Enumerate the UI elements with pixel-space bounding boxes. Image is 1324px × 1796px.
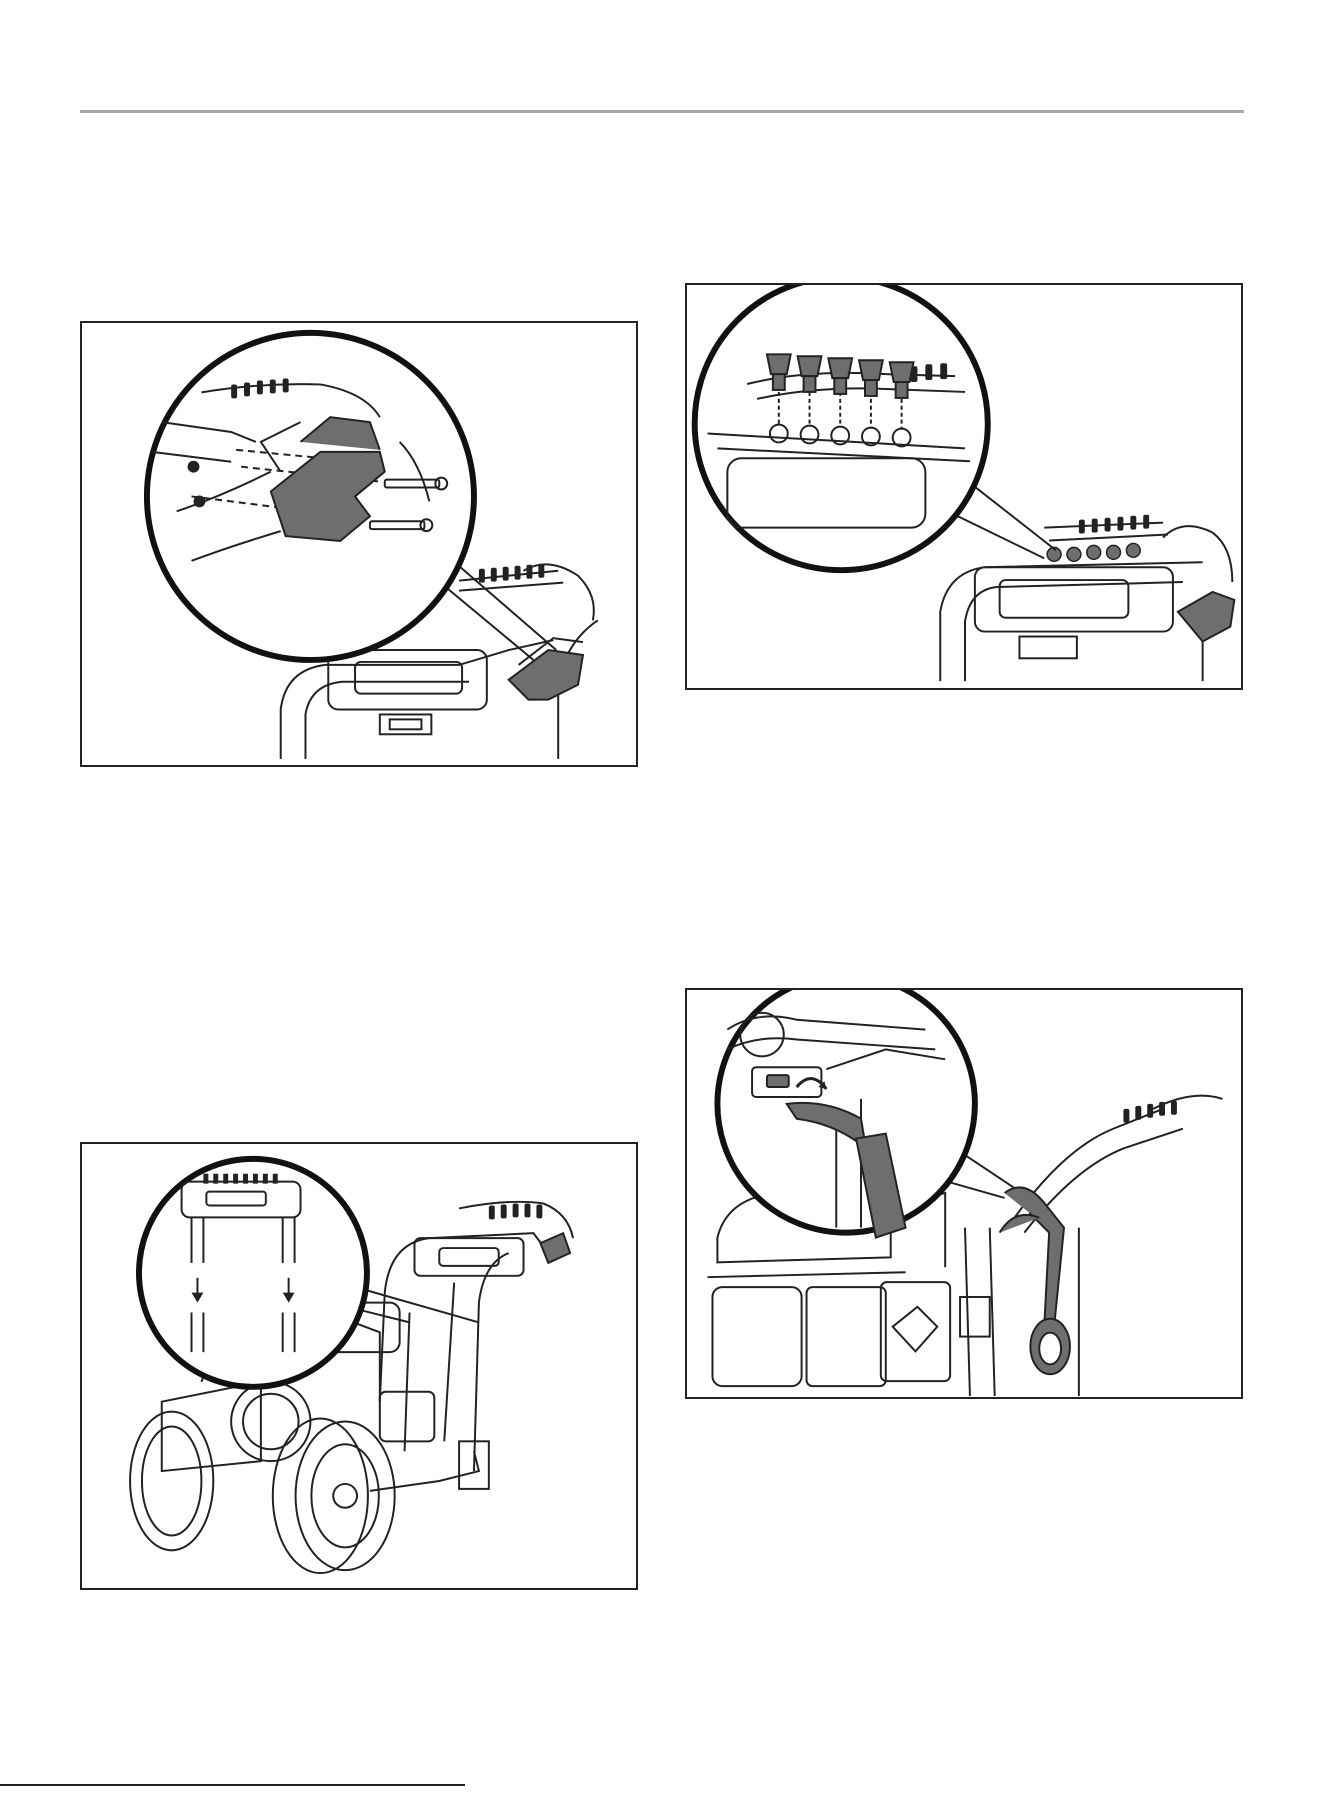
handle-install-illustration xyxy=(82,1144,636,1588)
header-rule xyxy=(80,110,1244,113)
figure-strap-install xyxy=(685,988,1243,1399)
footer-rule xyxy=(0,1784,465,1786)
figure-nozzle-holder xyxy=(685,283,1243,690)
figure-bracket-assembly xyxy=(80,321,638,767)
nozzle-holder-illustration xyxy=(687,285,1241,688)
strap-install-illustration xyxy=(687,990,1241,1397)
figure-handle-install xyxy=(80,1142,638,1590)
bracket-assembly-illustration xyxy=(82,323,636,765)
